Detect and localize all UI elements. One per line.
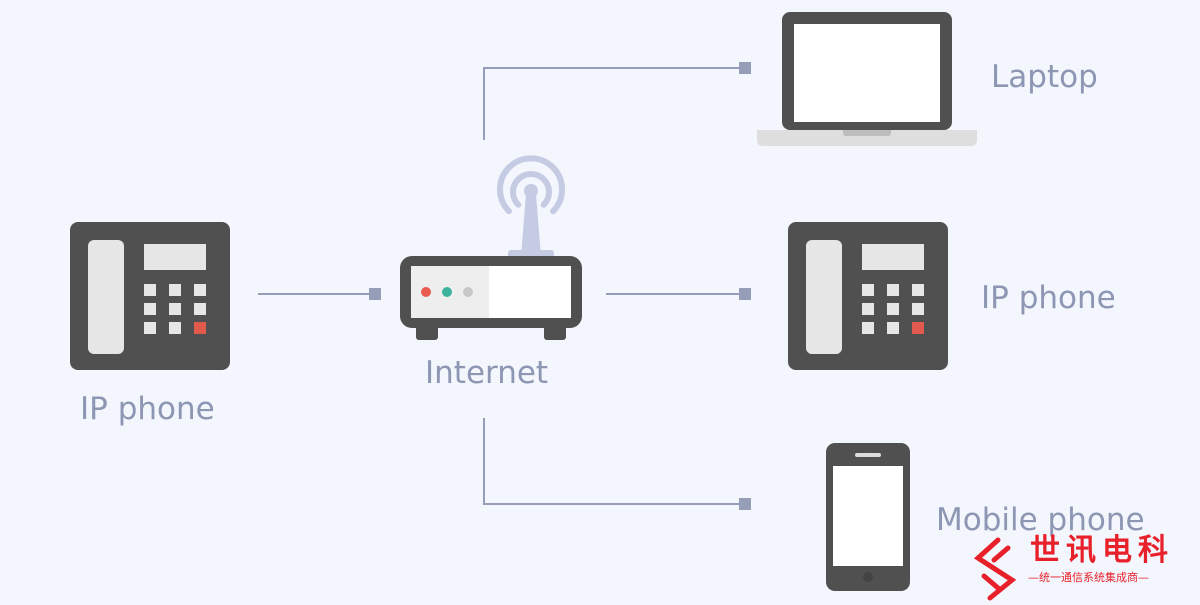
connector-router-laptop: [483, 67, 745, 140]
internet-label: Internet: [425, 355, 549, 391]
brand-tagline: —统一通信系统集成商—: [1028, 571, 1149, 584]
router-icon: [400, 155, 582, 340]
connector-endpoint: [369, 288, 381, 300]
connectors: [258, 62, 751, 510]
mobile-phone-label: Mobile phone: [936, 502, 1145, 538]
ip-phone-label-left: IP phone: [80, 391, 215, 427]
desk-phone-icon: [70, 222, 230, 370]
status-light-gray: [463, 287, 473, 297]
mobile-phone-icon: [826, 443, 910, 591]
connector-router-mobile: [483, 418, 745, 505]
connector-endpoint: [739, 62, 751, 74]
laptop-icon: [757, 12, 977, 146]
status-light-red: [421, 287, 431, 297]
connector-endpoint: [739, 498, 751, 510]
connector-endpoint: [739, 288, 751, 300]
status-light-green: [442, 287, 452, 297]
laptop-label: Laptop: [991, 59, 1098, 95]
brand-name: 世讯电科: [1030, 533, 1174, 568]
ip-phone-label-right: IP phone: [981, 280, 1116, 316]
brand-logo-icon: [973, 537, 1017, 601]
desk-phone-icon: [788, 222, 948, 370]
